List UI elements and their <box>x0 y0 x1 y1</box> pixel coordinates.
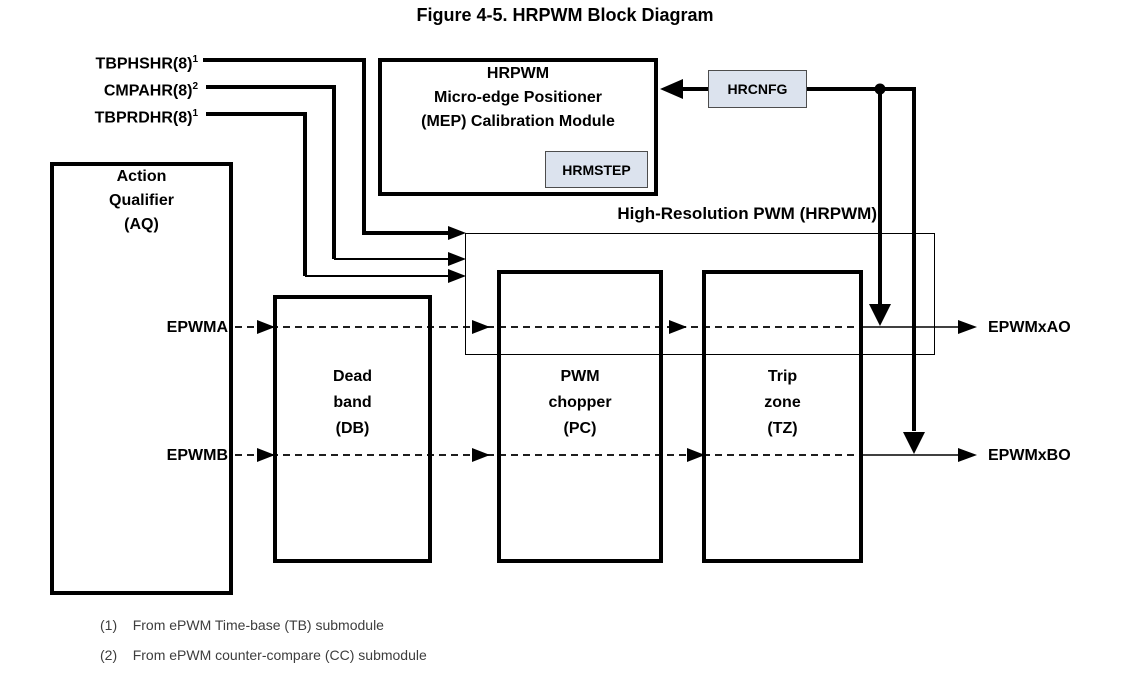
hrpwm-region-outline <box>465 233 935 355</box>
right-arrowhead-icon <box>687 448 705 462</box>
trip-zone-label: Trip zone (TZ) <box>764 368 801 437</box>
tbphshr-line <box>203 58 449 235</box>
hrcnfg-feed-line-b <box>807 87 916 431</box>
right-arrowhead-icon <box>448 269 466 283</box>
trip-zone-box <box>702 270 863 563</box>
footnote-2: (2) From ePWM counter-compare (CC) submo… <box>100 647 427 663</box>
tbprdhr-line <box>206 112 307 276</box>
input-label-tbprdhr: TBPRDHR(8)1 <box>94 108 198 127</box>
footnote-ref: 2 <box>192 81 198 92</box>
hrpwm-region-label: High-Resolution PWM (HRPWM) <box>617 204 877 223</box>
right-arrowhead-icon <box>448 252 466 266</box>
dead-band-box <box>273 295 432 563</box>
footnote-1-number: (1) <box>100 617 118 633</box>
footnote-2-number: (2) <box>100 647 118 663</box>
epwmb-label: EPWMB <box>166 447 228 464</box>
right-arrowhead-icon <box>257 448 275 462</box>
right-arrowhead-icon <box>257 320 275 334</box>
hrmstep-register: HRMSTEP <box>545 151 648 188</box>
input-label-cmpahr: CMPAHR(8)2 <box>103 81 198 100</box>
dead-band-label: Dead band (DB) <box>332 368 373 437</box>
epwma-label: EPWMA <box>166 319 228 336</box>
action-qualifier-box <box>50 162 233 595</box>
right-arrowhead-icon <box>472 320 490 334</box>
junction-dot <box>874 83 886 95</box>
cmpahr-line <box>206 85 336 259</box>
left-arrowhead-icon <box>660 79 683 99</box>
right-arrowhead-icon <box>472 448 490 462</box>
footnote-ref: 1 <box>192 54 198 65</box>
down-arrowhead-icon <box>903 432 925 454</box>
pwm-chopper-box <box>497 270 663 563</box>
footnote-1: (1) From ePWM Time-base (TB) submodule <box>100 617 384 633</box>
epwmxao-label: EPWMxAO <box>988 319 1071 336</box>
right-arrowhead-icon <box>669 320 687 334</box>
footnote-1-text: From ePWM Time-base (TB) submodule <box>132 617 384 633</box>
down-arrowhead-icon <box>869 304 891 326</box>
input-label-tbphshr: TBPHSHR(8)1 <box>95 54 198 73</box>
footnote-ref: 1 <box>192 108 198 119</box>
hrcnfg-register: HRCNFG <box>708 70 807 108</box>
footnote-2-text: From ePWM counter-compare (CC) submodule <box>132 647 427 663</box>
mep-calibration-module-box <box>378 58 658 196</box>
action-qualifier-label: Action Qualifier (AQ) <box>109 168 174 233</box>
pwm-chopper-label: PWM chopper (PC) <box>548 368 612 437</box>
right-arrowhead-icon <box>448 226 466 240</box>
right-arrowhead-icon <box>958 448 977 462</box>
right-arrowhead-icon <box>958 320 977 334</box>
figure-title: Figure 4-5. HRPWM Block Diagram <box>416 5 714 25</box>
epwmxbo-label: EPWMxBO <box>988 447 1071 464</box>
mep-calibration-module-label: HRPWM Micro-edge Positioner (MEP) Calibr… <box>421 65 615 130</box>
